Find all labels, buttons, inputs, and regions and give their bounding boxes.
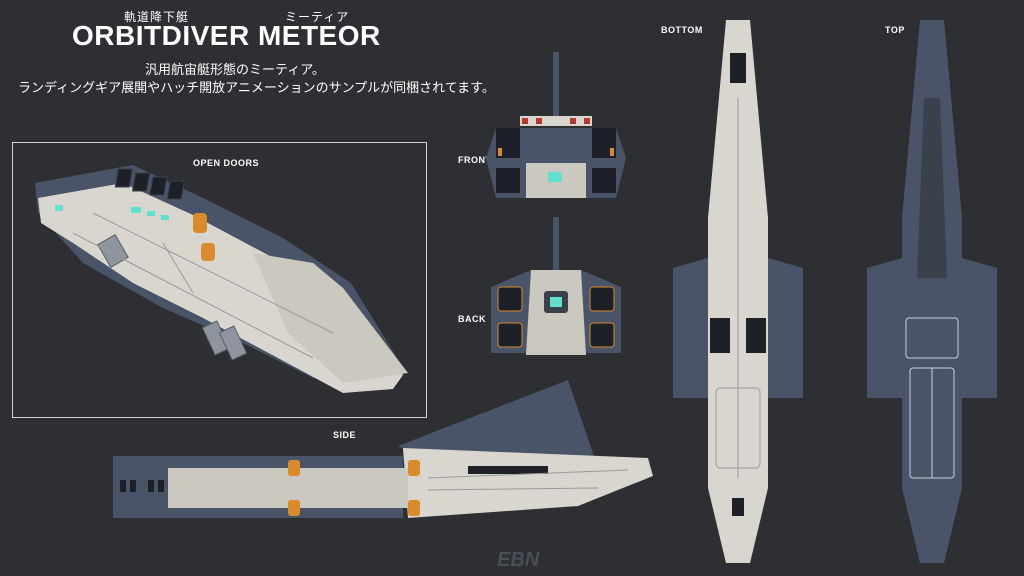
side-view-illustration	[113, 380, 653, 518]
front-label: FRONT	[458, 155, 492, 165]
kanji-title: 軌道降下艇	[124, 10, 190, 24]
description-line-2: ランディングギア展開やハッチ開放アニメーションのサンプルが同梱されてます。	[18, 81, 495, 96]
front-view-illustration	[486, 52, 626, 198]
bottom-label: BOTTOM	[661, 25, 703, 35]
svg-text:EBN: EBN	[497, 549, 540, 571]
main-title: ORBITDIVER METEOR	[72, 20, 381, 51]
top-view-illustration	[867, 20, 997, 563]
katakana-name: ミーティア	[285, 10, 350, 24]
top-label: TOP	[885, 25, 905, 35]
bottom-view-illustration	[673, 20, 803, 563]
description-line-1: 汎用航宙艇形態のミーティア。	[145, 63, 325, 78]
side-label: SIDE	[333, 430, 357, 440]
open-doors-label: OPEN DOORS	[193, 158, 260, 168]
open-doors-ship-illustration	[35, 165, 408, 393]
back-view-illustration	[491, 217, 621, 355]
open-doors-frame: OPEN DOORS	[12, 142, 427, 418]
back-label: BACK	[458, 314, 486, 324]
logo-watermark: EBN	[497, 549, 540, 571]
